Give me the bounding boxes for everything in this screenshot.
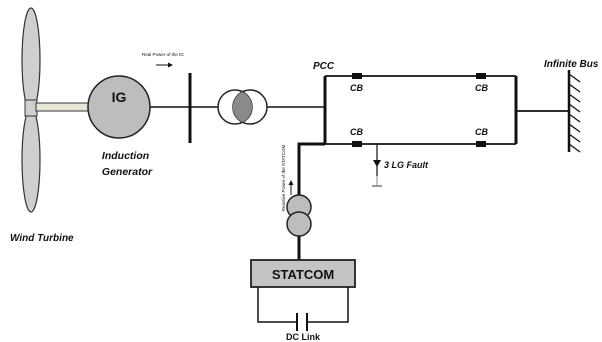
- statcom-label: STATCOM: [272, 267, 334, 282]
- turbine-blade-bottom: [21, 107, 41, 213]
- circuit-breaker-top-left: [352, 73, 362, 79]
- infinite-bus-hatching: [568, 73, 581, 153]
- induction-generator: IG: [87, 75, 151, 139]
- step-up-transformer: [217, 89, 268, 125]
- circuit-breaker-bottom-right: [476, 141, 486, 147]
- reactive-power-label: Reactive Power of the STATCOM: [281, 144, 286, 211]
- turbine-shaft: [35, 102, 91, 112]
- turbine-hub: [24, 99, 38, 117]
- generator-symbol: IG: [112, 89, 127, 105]
- circuit-breaker-top-right: [476, 73, 486, 79]
- real-power-label: Real Power of the IG: [142, 52, 184, 57]
- wind-turbine-label: Wind Turbine: [10, 233, 74, 244]
- pcc-label: PCC: [313, 61, 335, 72]
- transformer-overlap: [232, 91, 253, 123]
- dc-link-label: DC Link: [286, 332, 321, 342]
- fault-arrow-icon: [373, 160, 381, 167]
- cb-label-bottom-left: CB: [350, 127, 363, 137]
- real-power-arrow-icon: [156, 62, 173, 68]
- dc-link-right-wire: [307, 287, 349, 323]
- cb-label-top-right: CB: [475, 83, 488, 93]
- statcom-transformer-lower: [286, 211, 312, 237]
- turbine-blade-top: [21, 7, 41, 113]
- statcom-transformer: [286, 194, 312, 237]
- generator-circle: [87, 75, 151, 139]
- circuit-breaker-bottom-left: [352, 141, 362, 147]
- cb-label-top-left: CB: [350, 83, 363, 93]
- fault-label: 3 LG Fault: [384, 160, 429, 170]
- induction-generator-label: Induction Generator: [102, 150, 153, 178]
- statcom-converter: STATCOM: [250, 259, 356, 288]
- cb-label-bottom-right: CB: [475, 127, 488, 137]
- fault-branch: [372, 144, 382, 187]
- dc-link-left-wire: [257, 287, 297, 323]
- infinite-bus-label: Infinite Bus: [544, 59, 599, 70]
- wind-turbine: [21, 7, 91, 213]
- statcom-feeder-line: [297, 142, 325, 196]
- infinite-bus-symbol: [567, 70, 581, 153]
- statcom-box: [250, 259, 356, 288]
- reactive-power-arrow-icon: [288, 180, 294, 195]
- dc-link: [257, 287, 349, 331]
